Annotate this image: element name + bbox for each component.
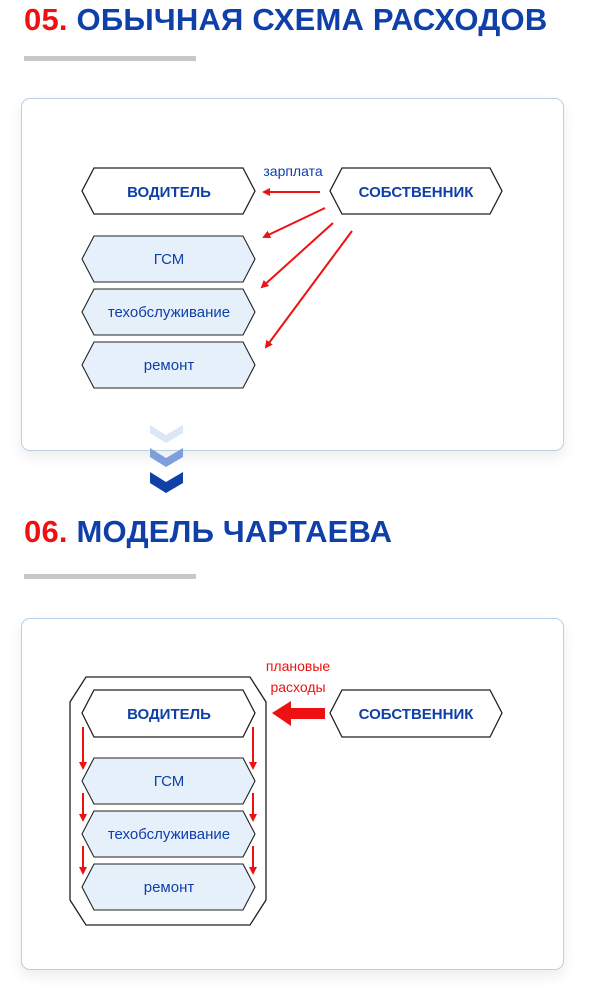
node-label: ремонт <box>144 357 195 374</box>
chevron-down-icon <box>150 425 183 493</box>
node-label: СОБСТВЕННИК <box>359 184 475 201</box>
node-label: техобслуживание <box>108 304 230 321</box>
node-label: ремонт <box>144 879 195 896</box>
node-driver: ВОДИТЕЛЬ <box>81 689 256 738</box>
node-owner: СОБСТВЕННИК <box>329 167 503 215</box>
heading-underline <box>24 574 196 579</box>
planned-label: плановые <box>266 658 331 674</box>
section-heading-05: 05. ОБЫЧНАЯ СХЕМА РАСХОДОВ <box>24 2 547 38</box>
section-number: 06. <box>24 514 68 549</box>
salary-label: зарплата <box>263 163 322 179</box>
node-repair: ремонт <box>81 341 256 389</box>
node-maintenance: техобслуживание <box>81 288 256 336</box>
section-title: ОБЫЧНАЯ СХЕМА РАСХОДОВ <box>76 2 548 37</box>
node-label: ВОДИТЕЛЬ <box>127 184 211 201</box>
node-driver: ВОДИТЕЛЬ <box>81 167 256 215</box>
arrow-planned-expenses <box>272 701 325 726</box>
heading-underline <box>24 56 196 61</box>
node-label: СОБСТВЕННИК <box>359 706 475 723</box>
section-title: МОДЕЛЬ ЧАРТАЕВА <box>76 514 393 549</box>
node-owner: СОБСТВЕННИК <box>329 689 503 738</box>
planned-label: расходы <box>270 679 325 695</box>
arrow-fuel <box>262 207 326 239</box>
node-repair: ремонт <box>81 863 256 911</box>
arrow-maintenance <box>260 222 334 289</box>
node-maintenance: техобслуживание <box>81 810 256 858</box>
node-fuel: ГСМ <box>81 235 256 283</box>
node-label: ГСМ <box>154 773 185 790</box>
node-label: техобслуживание <box>108 826 230 843</box>
node-label: ГСМ <box>154 251 185 268</box>
section-number: 05. <box>24 2 68 37</box>
node-label: ВОДИТЕЛЬ <box>127 706 211 723</box>
node-fuel: ГСМ <box>81 757 256 805</box>
arrow-repair <box>264 230 353 349</box>
section-heading-06: 06. МОДЕЛЬ ЧАРТАЕВА <box>24 514 392 550</box>
